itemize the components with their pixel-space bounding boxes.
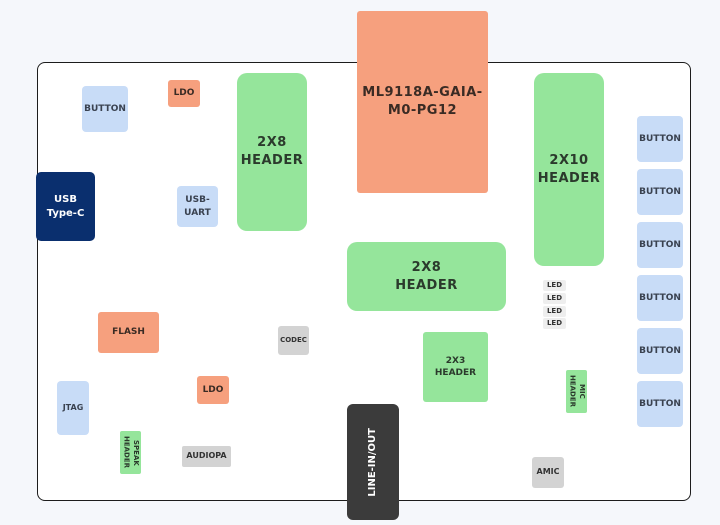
amic-component: AMIC (532, 457, 564, 488)
header-2x3: 2X3 HEADER (423, 332, 488, 402)
led-3: LED (543, 306, 566, 317)
header-2x8-left: 2X8 HEADER (237, 73, 307, 231)
led-1: LED (543, 280, 566, 291)
button-right-6: BUTTON (637, 381, 683, 427)
button-right-5: BUTTON (637, 328, 683, 374)
header-2x8-center: 2X8 HEADER (347, 242, 506, 311)
button-left: BUTTON (82, 86, 128, 132)
button-right-4: BUTTON (637, 275, 683, 321)
header-2x10: 2X10 HEADER (534, 73, 604, 266)
mcu-chip: ML9118A-GAIA- M0-PG12 (357, 11, 488, 193)
mic-header-label: MIC HEADER (568, 375, 586, 408)
usb-type-c-connector: USB Type-C (36, 172, 95, 241)
button-right-2: BUTTON (637, 169, 683, 215)
button-right-1: BUTTON (637, 116, 683, 162)
line-in-out-connector: LINE-IN/OUT (347, 404, 399, 520)
jtag-connector: JTAG (57, 381, 89, 435)
usb-uart-chip: USB- UART (177, 186, 218, 227)
mic-header: MIC HEADER (566, 370, 587, 413)
flash-chip: FLASH (98, 312, 159, 353)
ldo-top: LDO (168, 80, 200, 107)
line-in-out-label: LINE-IN/OUT (367, 427, 379, 497)
led-4: LED (543, 318, 566, 329)
speak-header: SPEAK HEADER (120, 431, 141, 474)
speak-header-label: SPEAK HEADER (122, 436, 140, 469)
ldo-bottom: LDO (197, 376, 229, 404)
codec-chip: CODEC (278, 326, 309, 355)
audio-pa-chip: AUDIOPA (182, 446, 231, 467)
led-2: LED (543, 293, 566, 304)
button-right-3: BUTTON (637, 222, 683, 268)
